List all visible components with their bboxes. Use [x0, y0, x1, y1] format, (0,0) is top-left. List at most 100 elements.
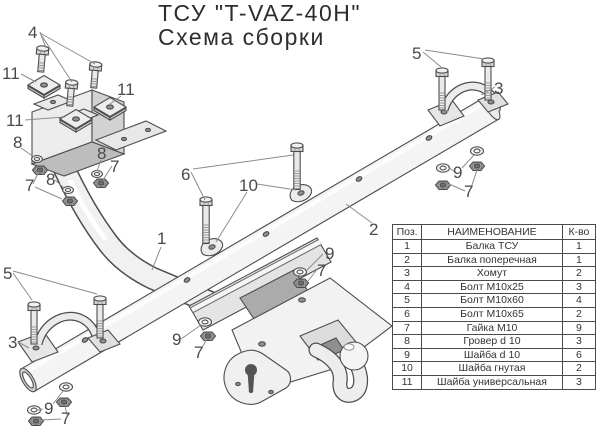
beam-holes: [81, 135, 433, 343]
cell-pos: 8: [391, 334, 423, 349]
callout-label: 1: [157, 229, 166, 248]
towball-bracket: [188, 237, 393, 405]
cell-pos: 6: [391, 306, 423, 322]
cell-name: Балка поперечная: [421, 252, 563, 268]
callout-label: 9: [44, 399, 53, 418]
callout-label: 2: [369, 220, 378, 239]
cell-qty: 9: [561, 320, 597, 336]
cell-pos: 3: [391, 266, 423, 281]
cell-qty: 1: [561, 239, 597, 254]
page-title: ТСУ "T-VAZ-40H"Схема сборки: [158, 1, 361, 49]
spring-washer: [91, 169, 103, 179]
cell-qty: 3: [561, 374, 597, 390]
washer: [292, 267, 308, 277]
cell-pos: 4: [391, 279, 423, 295]
bolt-m10x25: [87, 60, 103, 89]
callout-label: 11: [2, 64, 20, 83]
hex-nut: [468, 161, 486, 172]
callout-label: 10: [239, 176, 258, 195]
callout-label: 6: [181, 165, 190, 184]
cell-pos: 9: [391, 347, 423, 363]
cell-qty: 3: [561, 279, 597, 295]
callout-label: 7: [25, 176, 34, 195]
cell-pos: 5: [391, 293, 423, 308]
main-beam: [52, 156, 226, 316]
hex-nut: [199, 331, 217, 342]
callout-label: 4: [28, 23, 37, 42]
callout-label: 5: [3, 264, 12, 283]
callout-label: 9: [325, 244, 334, 263]
cell-qty: 4: [561, 293, 597, 308]
cell-name: Шайба универсальная: [421, 374, 563, 390]
callout-label: 7: [110, 157, 119, 176]
hex-nut: [61, 196, 79, 207]
callout-label: 7: [194, 343, 203, 362]
bolt-m10x65: [199, 196, 213, 245]
leader-lines: [12, 31, 496, 421]
table-header-row: Поз. НАИМЕНОВАНИЕ К-во: [391, 224, 597, 240]
cell-name: Шайба гнутая: [421, 361, 563, 376]
col-header-pos: Поз.: [391, 224, 423, 240]
clamp-left: [17, 311, 121, 363]
cell-name: Болт М10х60: [421, 293, 563, 308]
cell-qty: 2: [561, 361, 597, 376]
bolt-m10x65: [290, 142, 304, 191]
callout-label: 7: [61, 409, 70, 426]
hex-nut: [92, 178, 110, 189]
washer: [469, 146, 485, 156]
bolt-m10x25: [34, 44, 50, 73]
cell-pos: 10: [391, 361, 423, 376]
cell-qty: 2: [561, 306, 597, 322]
cell-qty: 6: [561, 347, 597, 363]
cell-qty: 1: [561, 252, 597, 268]
callout-labels: 4 11 11 11 8 7 8 8 7 5 3 6 10 1 2 5 3 9 …: [2, 23, 503, 426]
callout-label: 5: [412, 44, 421, 63]
cell-name: Болт М10х25: [421, 279, 563, 295]
cell-pos: 7: [391, 320, 423, 336]
title-line1: ТСУ "T-VAZ-40H": [158, 0, 362, 26]
callout-label: 9: [453, 163, 462, 182]
callout-label: 7: [464, 182, 473, 201]
cell-name: Балка ТСУ: [421, 239, 563, 254]
tow-ball-flat: [343, 343, 355, 351]
callout-label: 3: [8, 333, 17, 352]
cell-name: Болт М10х65: [421, 306, 563, 322]
cell-pos: 11: [391, 374, 423, 390]
hex-nut: [27, 416, 45, 426]
cell-qty: 3: [561, 334, 597, 349]
col-header-name: НАИМЕНОВАНИЕ: [421, 224, 563, 240]
cell-name: Гайка М10: [421, 320, 563, 336]
hex-nut: [434, 180, 452, 191]
cell-name: Шайба d 10: [421, 347, 563, 363]
cell-name: Гровер d 10: [421, 334, 563, 349]
cell-qty: 2: [561, 266, 597, 281]
hex-nut: [55, 397, 73, 408]
callout-label: 8: [97, 144, 106, 163]
callout-label: 8: [46, 170, 55, 189]
callout-label: 8: [13, 133, 22, 152]
washer: [435, 163, 451, 173]
hex-nut: [292, 278, 310, 289]
cell-name: Хомут: [421, 266, 563, 281]
title-line2: Схема сборки: [158, 24, 325, 50]
keyhole-plate: [223, 349, 292, 405]
callout-label: 11: [6, 111, 24, 130]
mounting-bracket: [30, 89, 168, 177]
callout-label: 7: [317, 261, 326, 280]
square-washer: [27, 74, 61, 99]
cell-pos: 2: [391, 252, 423, 268]
washer: [58, 382, 74, 392]
